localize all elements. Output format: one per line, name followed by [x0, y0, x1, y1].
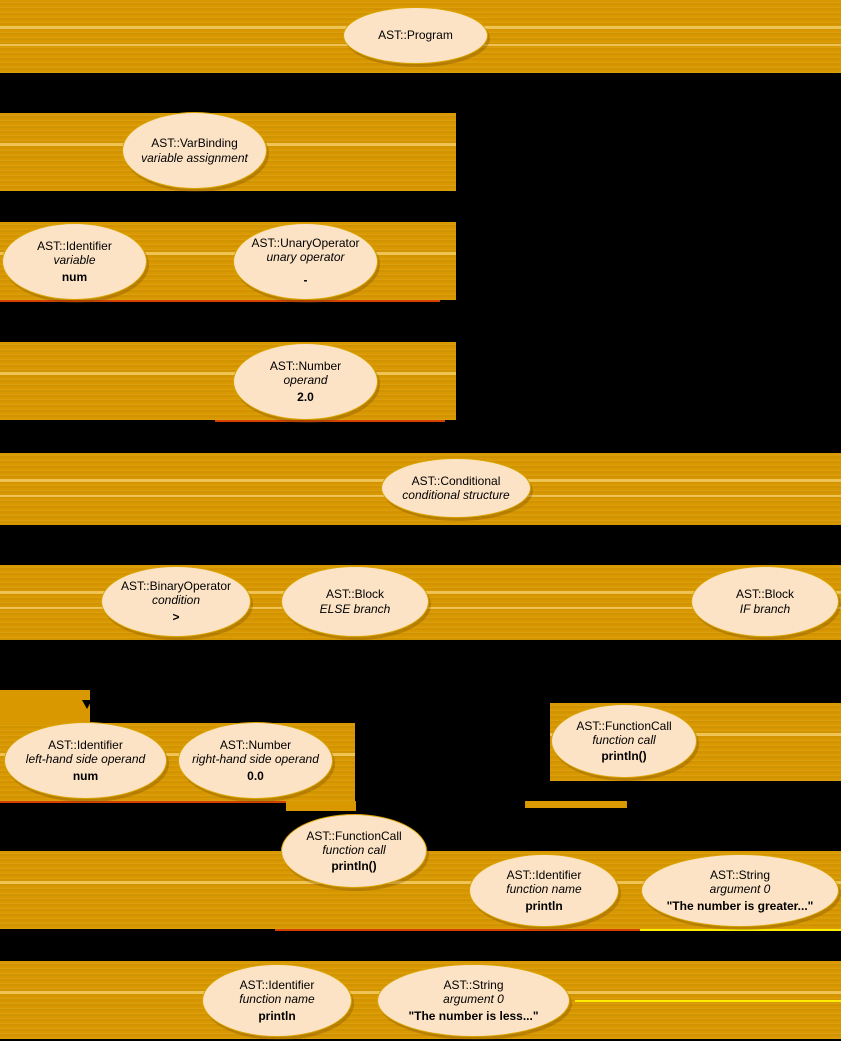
node-string-arg-else[interactable]: AST::String argument 0 "The number is le…	[377, 964, 570, 1037]
node-type-label: AST::Identifier	[48, 738, 123, 753]
node-role-label: function name	[239, 992, 315, 1007]
node-binary-operator[interactable]: AST::BinaryOperator condition >	[101, 566, 251, 637]
node-block-else[interactable]: AST::Block ELSE branch	[281, 566, 429, 637]
node-program[interactable]: AST::Program	[343, 7, 488, 64]
node-value-label: println()	[331, 859, 377, 874]
node-type-label: AST::Program	[378, 28, 453, 43]
edge-yellow-1	[640, 929, 841, 931]
node-number-operand[interactable]: AST::Number operand 2.0	[233, 343, 378, 420]
node-type-label: AST::FunctionCall	[306, 828, 402, 843]
node-type-label: AST::String	[709, 868, 771, 883]
node-type-label: AST::Block	[325, 587, 385, 602]
node-role-label: unary operator	[266, 249, 345, 264]
node-string-arg-if[interactable]: AST::String argument 0 "The number is gr…	[641, 854, 839, 927]
node-role-label: condition	[151, 593, 201, 608]
background-band-4	[0, 342, 456, 420]
arrow-fncall-to-identifier	[540, 819, 550, 828]
edge-yellow-2	[575, 1000, 841, 1002]
node-value-label: num	[61, 269, 88, 284]
arrow-binaryoperator-to-identifier	[82, 700, 92, 709]
node-type-label: AST::VarBinding	[151, 136, 238, 151]
node-role-label: right-hand side operand	[192, 752, 319, 767]
node-role-label: function name	[506, 882, 582, 897]
edge-stub-fncall-if	[525, 801, 627, 808]
node-role-label: variable	[53, 253, 96, 268]
node-type-label: AST::Block	[735, 587, 795, 602]
node-functioncall-if[interactable]: AST::FunctionCall function call println(…	[551, 704, 697, 778]
node-identifier-lhs[interactable]: AST::Identifier left-hand side operand n…	[4, 722, 167, 799]
node-varbinding[interactable]: AST::VarBinding variable assignment	[122, 112, 267, 189]
node-number-rhs[interactable]: AST::Number right-hand side operand 0.0	[178, 722, 333, 799]
node-identifier-fname-if[interactable]: AST::Identifier function name println	[469, 854, 619, 927]
node-value-label: 0.0	[247, 768, 264, 783]
node-value-label: println()	[601, 749, 647, 764]
node-type-label: AST::Identifier	[506, 868, 582, 883]
node-conditional[interactable]: AST::Conditional conditional structure	[381, 458, 531, 518]
node-value-label: println	[258, 1008, 296, 1023]
edge-red-4	[275, 929, 655, 931]
edge-red-3	[0, 801, 355, 803]
edge-red-2	[215, 420, 445, 422]
node-role-label: conditional structure	[402, 488, 510, 502]
node-role-label: argument 0	[709, 882, 771, 897]
node-unary-operator[interactable]: AST::UnaryOperator unary operator -	[233, 223, 378, 300]
node-type-label: AST::Identifier	[239, 978, 315, 993]
node-type-label: AST::UnaryOperator	[251, 235, 360, 250]
node-type-label: AST::BinaryOperator	[120, 579, 232, 594]
node-role-label: function call	[592, 732, 656, 747]
node-type-label: AST::String	[443, 978, 504, 993]
edge-red-1	[0, 300, 440, 302]
node-type-label: AST::Identifier	[37, 239, 112, 254]
node-type-label: AST::Number	[269, 359, 342, 374]
node-type-label: AST::Number	[219, 738, 292, 753]
edge-stub-block-left	[0, 690, 90, 723]
node-type-label: AST::FunctionCall	[576, 718, 672, 733]
node-value-label: >	[172, 609, 180, 624]
node-role-label: variable assignment	[141, 150, 248, 165]
node-value-label: "The number is less..."	[408, 1008, 539, 1023]
node-role-label: left-hand side operand	[25, 752, 146, 767]
node-role-label: argument 0	[443, 992, 504, 1007]
node-functioncall-else[interactable]: AST::FunctionCall function call println(…	[281, 814, 427, 888]
node-role-label: ELSE branch	[319, 601, 391, 616]
node-role-label: function call	[322, 842, 386, 857]
node-identifier-variable[interactable]: AST::Identifier variable num	[2, 223, 147, 300]
node-value-label: "The number is greater..."	[666, 898, 814, 913]
node-role-label: IF branch	[739, 601, 791, 616]
node-value-label: 2.0	[297, 389, 314, 404]
node-identifier-fname-else[interactable]: AST::Identifier function name println	[202, 964, 352, 1037]
edge-stub-conditional-down	[286, 801, 356, 811]
node-role-label: operand	[283, 373, 328, 388]
node-value-label: num	[72, 768, 99, 783]
node-value-label: println	[525, 898, 563, 913]
node-value-label: -	[303, 273, 308, 288]
node-block-if[interactable]: AST::Block IF branch	[691, 566, 839, 637]
node-type-label: AST::Conditional	[411, 473, 501, 488]
